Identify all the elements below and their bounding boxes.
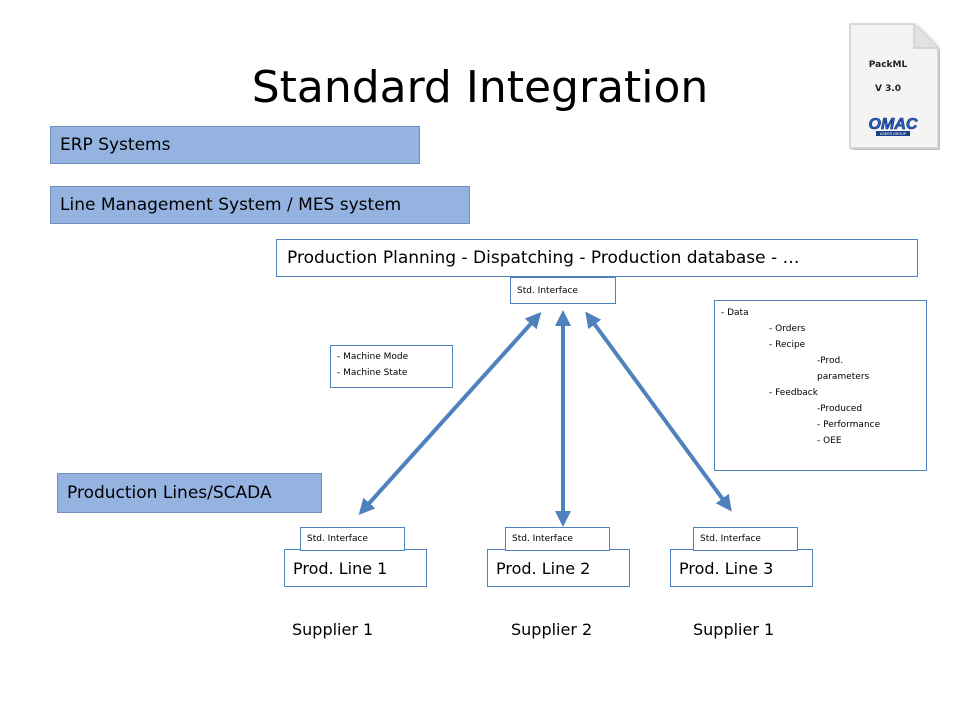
supplier-line-2: Supplier 2: [511, 620, 593, 639]
svg-text:OMAC: OMAC: [869, 116, 918, 133]
page-title: Standard Integration: [251, 62, 709, 113]
data-note-line: -Prod.: [817, 356, 844, 366]
std-interface-line-3-label: Std. Interface: [700, 534, 761, 544]
prod-line-2-label: Prod. Line 2: [496, 558, 591, 578]
prod-line-3-label: Prod. Line 3: [679, 558, 774, 578]
data-note-line: - OEE: [817, 436, 842, 446]
svg-text:USERS GROUP: USERS GROUP: [880, 132, 907, 136]
doc-line-packml: PackML: [868, 60, 908, 70]
mes-system-box: Line Management System / MES system: [50, 186, 470, 224]
std-interface-line-1: Std. Interface: [300, 527, 405, 551]
std-interface-line-2-label: Std. Interface: [512, 534, 573, 544]
data-note-line: - Feedback: [769, 388, 818, 398]
doc-line-version: V 3.0: [874, 84, 902, 94]
scada-box: Production Lines/SCADA: [57, 473, 322, 513]
erp-systems-box: ERP Systems: [50, 126, 420, 164]
arrow-line-1: [358, 312, 542, 515]
production-planning-box: Production Planning - Dispatching - Prod…: [276, 239, 918, 277]
arrow-line-3: [585, 311, 732, 512]
std-interface-top: Std. Interface: [510, 277, 616, 304]
supplier-line-1: Supplier 1: [292, 620, 374, 639]
data-note-line: - Performance: [817, 420, 881, 430]
data-note-line: - Data: [721, 308, 749, 318]
document-icon: [849, 23, 939, 149]
prod-line-3-box: Prod. Line 3: [670, 549, 813, 587]
mes-system-label: Line Management System / MES system: [60, 195, 402, 215]
data-note-line: -Produced: [817, 404, 863, 414]
std-interface-top-label: Std. Interface: [517, 285, 578, 296]
prod-line-1-label: Prod. Line 1: [293, 558, 388, 578]
data-note-line: parameters: [817, 372, 870, 382]
prod-line-2-box: Prod. Line 2: [487, 549, 630, 587]
production-planning-label: Production Planning - Dispatching - Prod…: [287, 248, 800, 268]
erp-systems-label: ERP Systems: [60, 135, 171, 155]
supplier-line-3: Supplier 1: [693, 620, 775, 639]
std-interface-line-3: Std. Interface: [693, 527, 798, 551]
prod-line-1-box: Prod. Line 1: [284, 549, 427, 587]
std-interface-line-2: Std. Interface: [505, 527, 610, 551]
data-note-line: - Recipe: [769, 340, 806, 350]
omac-logo: OMAC USERS GROUP: [868, 116, 918, 136]
std-interface-line-1-label: Std. Interface: [307, 534, 368, 544]
data-note-line: - Orders: [769, 324, 806, 334]
scada-label: Production Lines/SCADA: [67, 483, 272, 503]
